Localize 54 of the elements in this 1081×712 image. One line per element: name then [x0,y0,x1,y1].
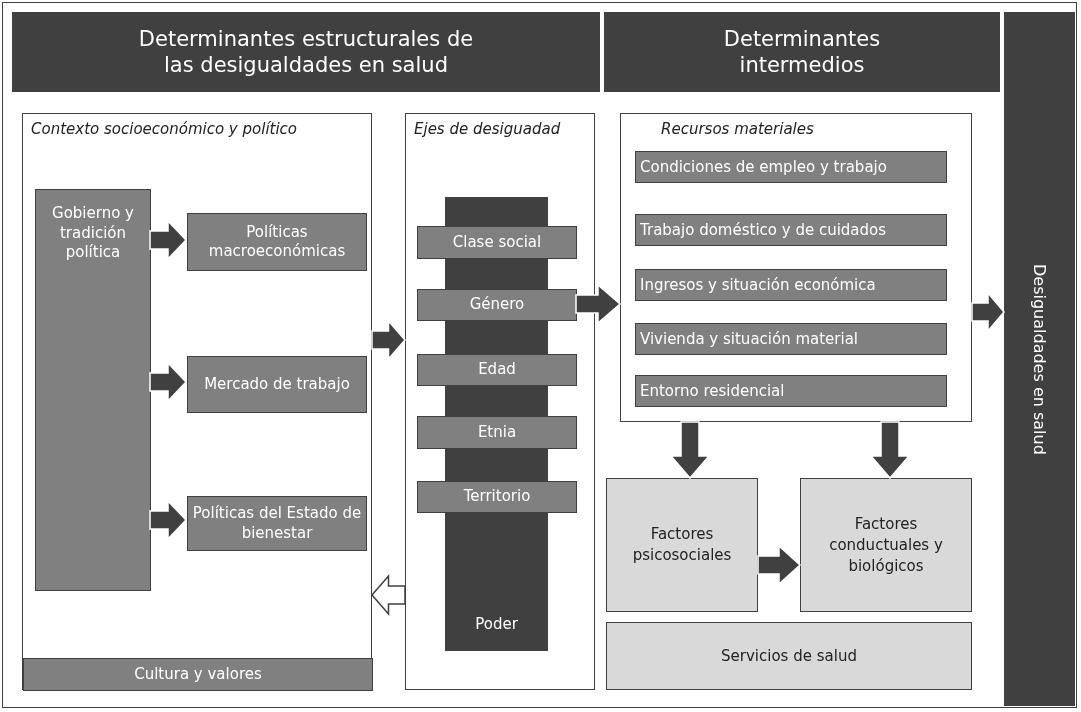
category-box [187,496,367,551]
node-label: Entorno residencial [640,382,785,400]
block-arrow [757,544,802,586]
node-label: Cultura y valores [134,664,262,685]
category-column [35,189,151,591]
outcome-band [1004,12,1075,706]
category-box [417,354,577,386]
node-label: Ingresos y situación económica [640,276,876,294]
section-panel [22,113,372,690]
category-box [187,213,367,271]
node-label: Gobierno y tradición política [51,204,135,263]
node-label: Factores psicosociales [631,524,733,566]
node-label: Factores conductuales y biológicos [828,513,944,577]
category-box [635,323,947,355]
category-box [187,356,367,413]
block-arrow [869,421,911,480]
panel-title: Recursos materiales [661,120,815,138]
section-panel [620,113,972,422]
factor-box [800,478,972,612]
block-arrow [371,574,406,616]
node-label: Territorio [463,487,531,507]
panel-title: Contexto socioeconómico y político [31,120,298,138]
node-label: Servicios de salud [721,645,857,667]
block-arrow [669,421,711,480]
node-label: Desigualdades en salud [1030,263,1049,455]
node-label: Condiciones de empleo y trabajo [640,158,887,176]
node-label: Políticas macroeconómicas [207,222,347,262]
category-box [417,416,577,449]
category-box [417,481,577,513]
category-box [635,269,947,301]
node-label: Edad [478,360,516,380]
category-box [417,226,577,259]
block-arrow [575,283,622,325]
node-label: Clase social [452,232,542,253]
factor-box [606,622,972,690]
node-label: Etnia [477,422,517,443]
section-panel [405,113,595,690]
node-label: Poder [475,615,518,633]
header-band [12,12,600,92]
node-label: Mercado de trabajo [204,374,350,395]
category-box [635,151,947,183]
node-label: Trabajo doméstico y de cuidados [640,221,887,239]
node-label: Políticas del Estado de bienestar [192,504,362,543]
header-text: Determinantes estructurales de las desigualdades en salud [137,25,475,79]
header-text: Determinantes intermedios [722,25,882,79]
panel-title: Ejes de desiguadad [414,120,562,138]
node-label: Género [469,295,525,315]
category-box [417,289,577,321]
category-box [635,214,947,246]
category-box [23,658,373,691]
factor-box [606,478,758,612]
header-band [604,12,1000,92]
category-box [635,375,947,407]
node-label: Vivienda y situación material [640,330,859,348]
